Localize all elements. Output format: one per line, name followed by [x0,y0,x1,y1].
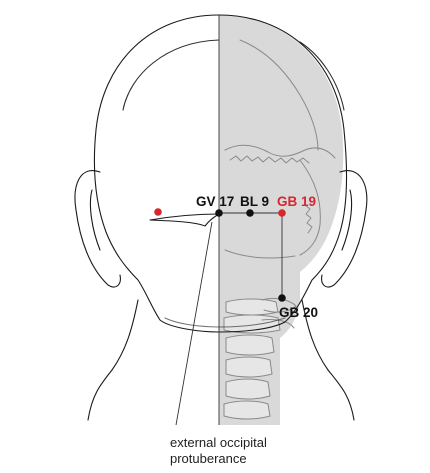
annotation-line-1: external occipital [170,435,267,450]
annotation-line-2: protuberance [170,451,247,466]
right-ear [321,170,368,288]
skull-sutures [224,39,336,259]
bl9-label: BL 9 [240,194,269,209]
occipital-protuberance-mark [149,213,220,227]
gb20-point [278,294,286,302]
gb20-label: GB 20 [279,305,318,320]
gv17-label: GV 17 [196,194,234,209]
gb19-label: GB 19 [277,194,316,209]
gv17-point [215,209,223,217]
bl9-point [246,209,254,217]
left-ear [74,170,121,288]
gb19-left-point [154,208,162,216]
neck-outline [87,299,355,421]
gb19-point [278,209,286,217]
